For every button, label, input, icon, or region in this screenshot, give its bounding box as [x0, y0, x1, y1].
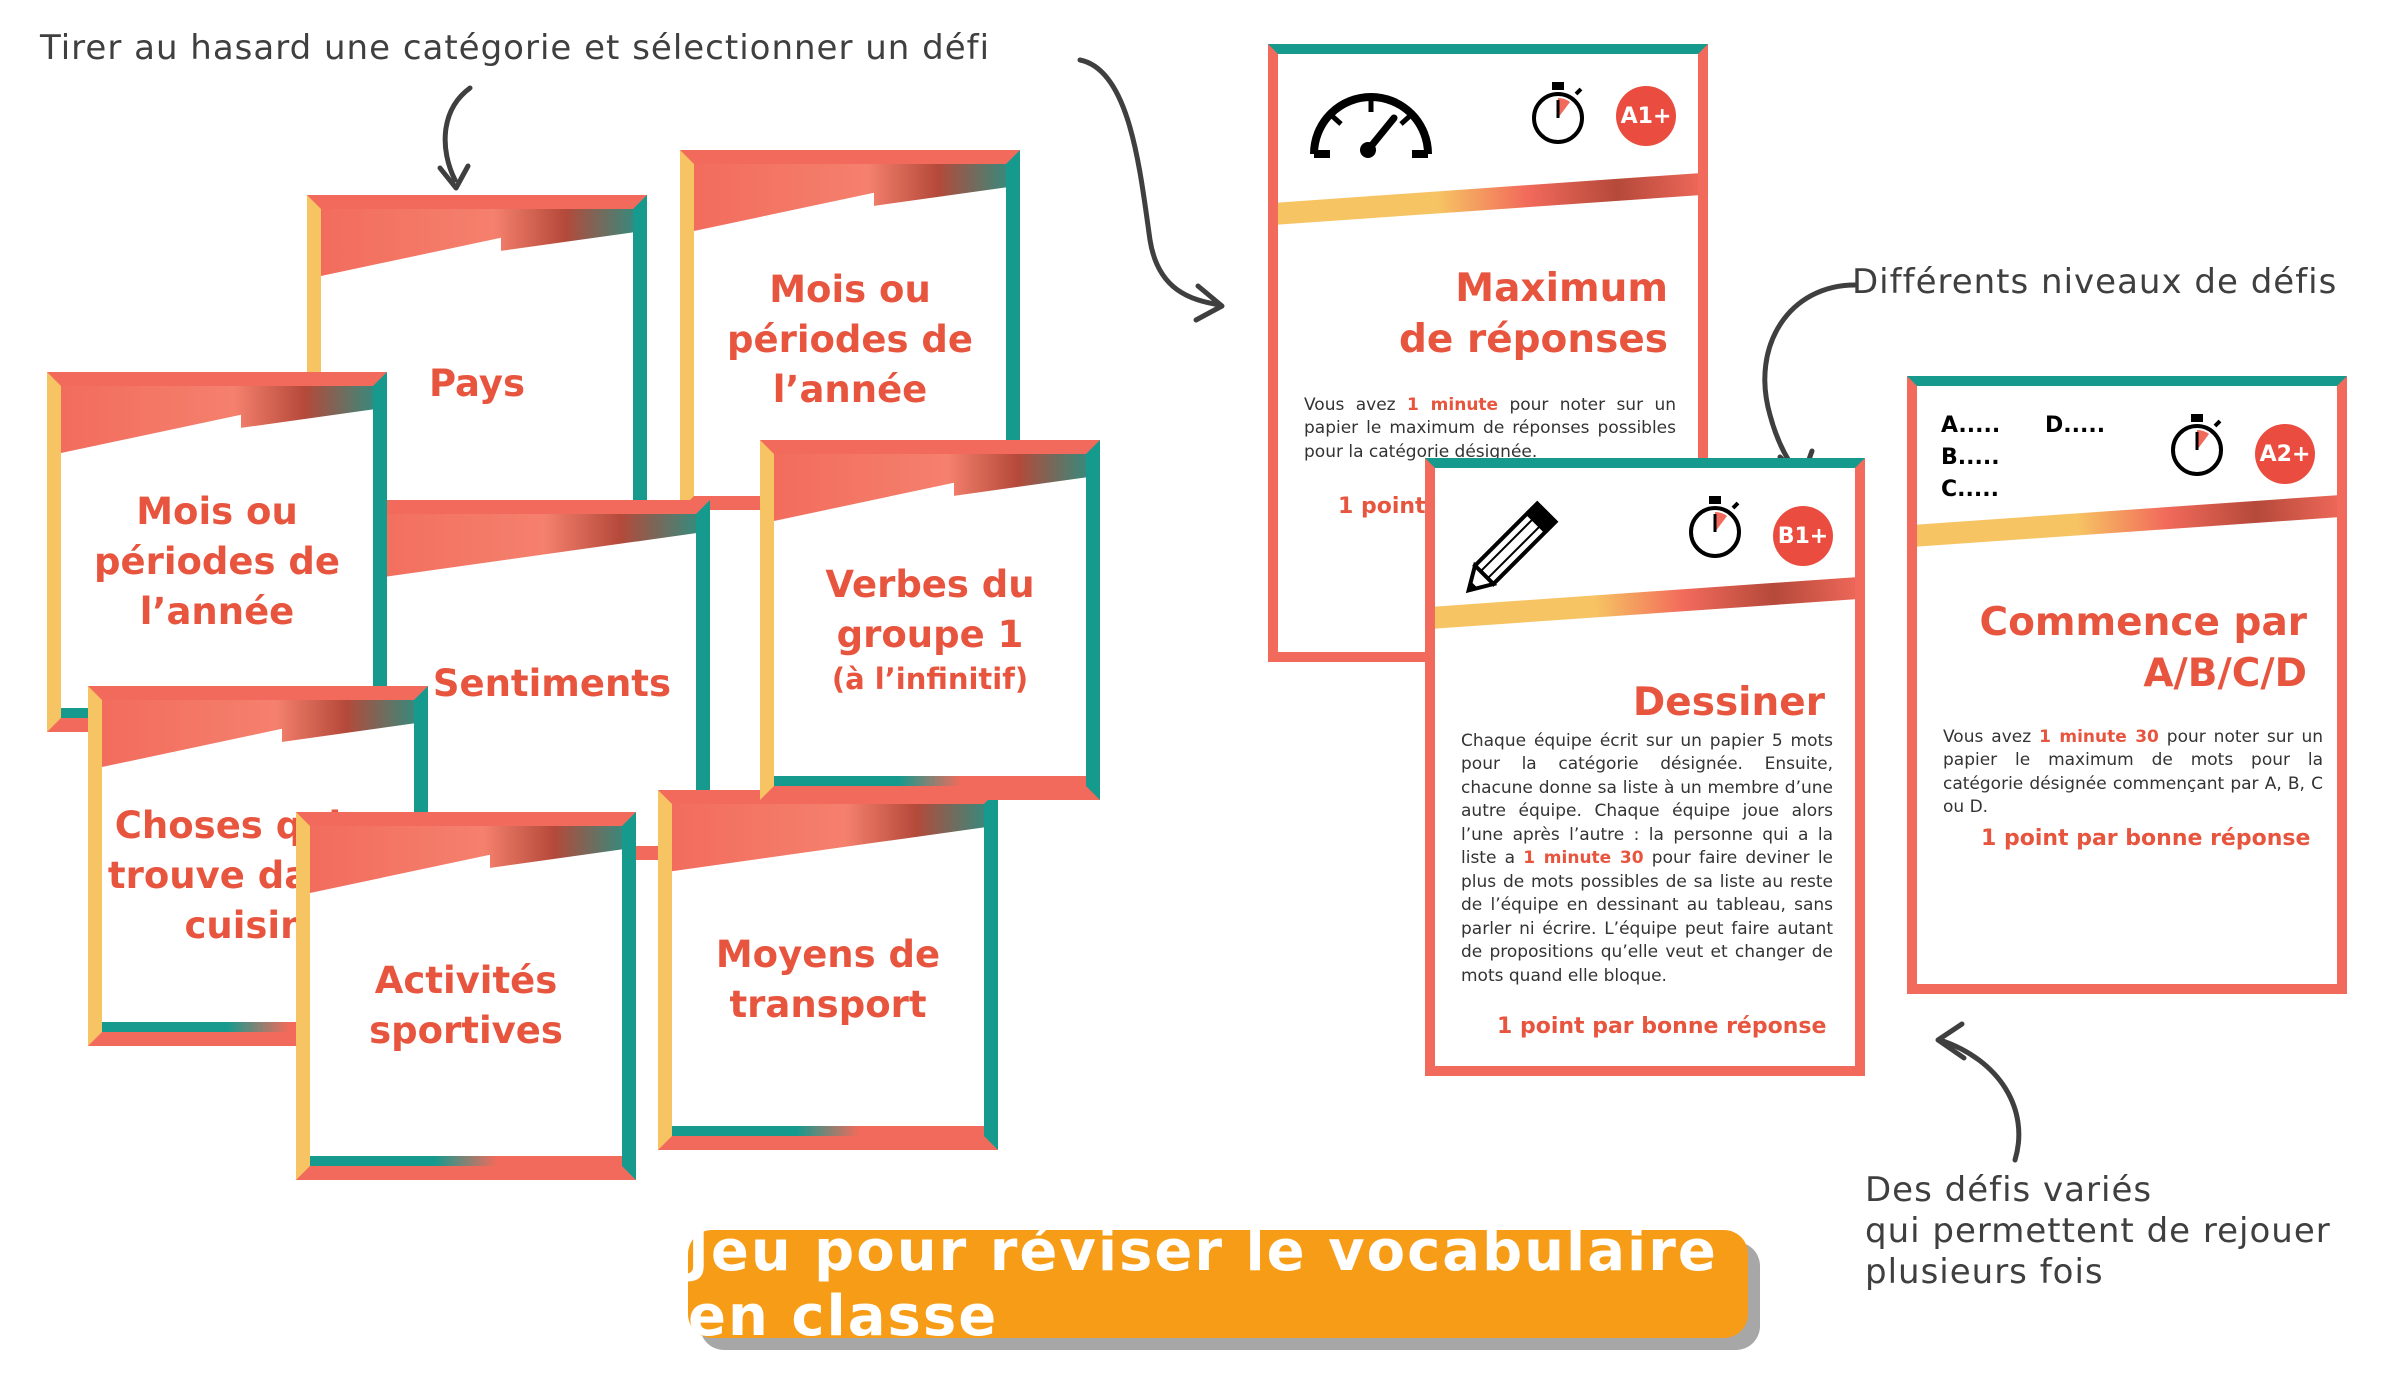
- stopwatch-icon: [2171, 414, 2223, 476]
- challenge-title: Commence par A/B/C/D: [1979, 598, 2307, 699]
- challenge-description: Vous avez 1 minute pour noter sur un pap…: [1304, 394, 1676, 464]
- challenge-card-dessiner[interactable]: B1+ Dessiner Chaque équipe écrit sur un …: [1425, 458, 1865, 1076]
- title-banner: Jeu pour réviser le vocabulaire en class…: [688, 1219, 1748, 1349]
- stopwatch-icon: [1689, 496, 1741, 558]
- annotation-levels: Différents niveaux de défis: [1852, 262, 2338, 302]
- annotation-draw-category: Tirer au hasard une catégorie et sélecti…: [40, 28, 991, 68]
- pencil-icon: [1465, 500, 1559, 594]
- letter-c: C.....: [1941, 476, 1999, 502]
- letters-list: A..... B..... C.....: [1941, 410, 2000, 506]
- title-line-3: (à l’infinitif): [831, 662, 1029, 697]
- category-title: Mois ou périodes de l’année: [61, 386, 373, 718]
- title-line-1: Maximum: [1455, 266, 1668, 311]
- body-highlight: 1 minute: [1406, 395, 1499, 415]
- title-line-3: l’année: [772, 367, 928, 411]
- title-line-1: Mois ou: [769, 268, 931, 312]
- title-line-2: transport: [729, 983, 927, 1026]
- body-text: pour noter sur un papier le maximum de m…: [1943, 727, 2323, 818]
- category-card-mois-back[interactable]: Mois ou périodes de l’année: [680, 150, 1020, 510]
- curved-arrow-icon: [1935, 1021, 2022, 1163]
- title-line-2: de réponses: [1399, 316, 1668, 362]
- category-title: Pays: [321, 209, 633, 541]
- body-text: pour noter sur un papier le maximum de r…: [1304, 395, 1676, 462]
- letter-a: A.....: [1941, 413, 2001, 438]
- category-title: Verbes du groupe 1 (à l’infinitif): [774, 454, 1086, 786]
- challenge-card-commence[interactable]: A..... B..... C..... D..... A2+ Commence…: [1907, 376, 2347, 994]
- title-line-2: périodes de: [94, 540, 340, 584]
- challenge-description: Vous avez 1 minute 30 pour noter sur un …: [1943, 726, 2323, 820]
- level-badge: A1+: [1616, 86, 1676, 146]
- title-line-2: groupe 1: [836, 613, 1024, 657]
- body-highlight: 1 minute 30: [2039, 727, 2159, 747]
- annotation-varied: Des défis variés qui permettent de rejou…: [1865, 1170, 2331, 1292]
- card-bottom-strip: [310, 1156, 622, 1166]
- title-line-1: Mois ou: [136, 490, 298, 534]
- letter-d: D.....: [2045, 413, 2106, 438]
- card-bottom-strip: [102, 1022, 414, 1032]
- stopwatch-icon: [1532, 82, 1584, 144]
- title-line-2: sportives: [369, 1009, 563, 1052]
- letter-b: B.....: [1941, 444, 2000, 470]
- title-line-1: Pays: [428, 362, 526, 405]
- body-text: Vous avez: [1304, 395, 1407, 415]
- title-line-3: l’année: [139, 589, 295, 633]
- title-line-1: Sentiments: [432, 662, 671, 705]
- curved-arrow-icon: [1077, 57, 1225, 323]
- title-line-2: périodes de: [727, 318, 973, 362]
- title-line-1: Activités: [374, 959, 558, 1003]
- card-bottom-strip: [672, 1126, 984, 1136]
- category-title: Moyens de transport: [672, 804, 984, 1136]
- challenge-description: Chaque équipe écrit sur un papier 5 mots…: [1461, 730, 1833, 988]
- curved-arrow-icon: [437, 85, 473, 191]
- title-line-2: A/B/C/D: [2143, 650, 2307, 696]
- title-line-1: Verbes du: [825, 563, 1035, 607]
- points-label: 1 point par bonne réponse: [1981, 826, 2311, 851]
- category-title: Sentiments: [354, 514, 696, 846]
- card-divider-stripe: [1278, 162, 1698, 226]
- challenge-title: Dessiner: [1632, 680, 1825, 725]
- level-badge: A2+: [2255, 424, 2315, 484]
- title-line-1: Moyens de: [715, 933, 941, 977]
- points-label: 1 point par bonne réponse: [1497, 1014, 1827, 1039]
- annotation-varied-line-3: plusieurs fois: [1865, 1251, 2104, 1292]
- title-line-1: Commence par: [1979, 600, 2307, 645]
- category-card-transport[interactable]: Moyens de transport: [658, 790, 998, 1150]
- level-badge: B1+: [1773, 506, 1833, 566]
- card-bottom-strip: [774, 776, 1086, 786]
- category-title: Activités sportives: [310, 826, 622, 1166]
- body-text: pour faire deviner le plus de mots possi…: [1461, 848, 1833, 986]
- category-title: Mois ou périodes de l’année: [694, 164, 1006, 496]
- annotation-varied-line-2: qui permettent de rejouer: [1865, 1210, 2331, 1251]
- speedometer-icon: [1310, 93, 1432, 158]
- body-highlight: 1 minute 30: [1523, 848, 1644, 869]
- category-card-verbes[interactable]: Verbes du groupe 1 (à l’infinitif): [760, 440, 1100, 800]
- body-text: Chaque équipe écrit sur un papier 5 mots…: [1461, 731, 1833, 869]
- category-card-mois-front[interactable]: Mois ou périodes de l’année: [47, 372, 387, 732]
- body-text: Vous avez: [1943, 727, 2040, 747]
- annotation-varied-line-1: Des défis variés: [1865, 1170, 2153, 1210]
- category-card-activites[interactable]: Activités sportives: [296, 812, 636, 1180]
- challenge-title: Maximum de réponses: [1399, 264, 1668, 365]
